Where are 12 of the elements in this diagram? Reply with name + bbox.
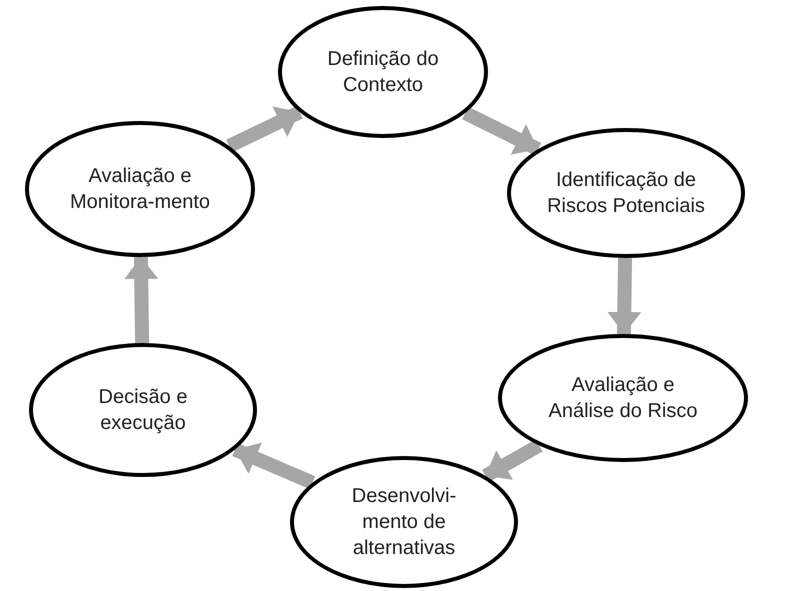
step-label: Decisão e execução xyxy=(98,385,188,436)
block-arrow xyxy=(226,106,303,152)
step-label: Avaliação e Análise do Risco xyxy=(548,373,698,424)
step-label: Definição do Contexto xyxy=(326,47,440,98)
block-arrow xyxy=(462,106,542,156)
block-arrow xyxy=(124,256,158,344)
step-label: Desenvolvi-mento de alternativas xyxy=(350,484,458,561)
step-label: Avaliação e Monitora-mento xyxy=(68,164,212,215)
block-arrow xyxy=(607,258,642,334)
step-label: Identificação de Riscos Potenciais xyxy=(546,168,706,219)
block-arrow xyxy=(482,439,543,482)
block-arrow xyxy=(232,442,316,490)
